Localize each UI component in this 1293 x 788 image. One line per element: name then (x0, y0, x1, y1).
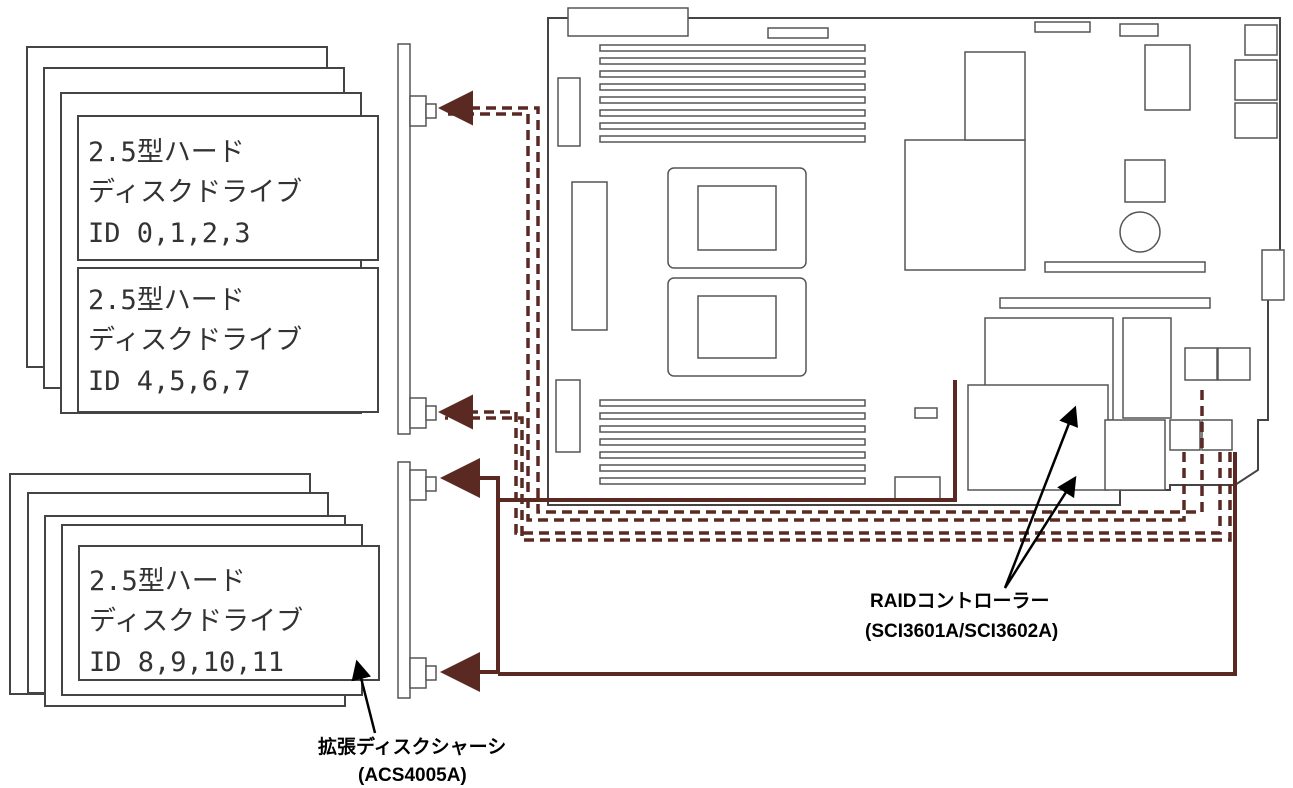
raid-port-4 (1201, 419, 1233, 451)
backplane (397, 43, 411, 435)
drive-group-3-line1: 2.5型ハード (89, 566, 246, 597)
drive-group-1-line2: ディスクドライブ (88, 177, 302, 208)
raid-controller-model-label: (SCI3601A/SCI3602A) (865, 621, 1058, 642)
expansion-drive-cage (9, 461, 437, 707)
callout-arrows (351, 405, 1078, 734)
drive-group-3-line3: ID 8,9,10,11 (89, 647, 284, 678)
expansion-chassis-model-label: (ACS4005A) (358, 765, 467, 786)
drive-group-1-line3: ID 0,1,2,3 (88, 218, 251, 249)
raid-port-3 (1169, 419, 1201, 451)
raid-controller-label: RAIDコントローラー (870, 591, 1049, 612)
drive-group-2-line3: ID 4,5,6,7 (88, 366, 251, 397)
expansion-backplane (397, 461, 411, 699)
drive-group-3-line2: ディスクドライブ (89, 606, 303, 637)
drive-box-8-11 (78, 545, 380, 681)
drive-box-4-7 (77, 267, 379, 413)
drive-group-2-line1: 2.5型ハード (88, 285, 245, 316)
sas-cables (438, 90, 1237, 692)
raid-port-2 (1217, 347, 1251, 381)
internal-drive-cage (26, 43, 437, 435)
raid-port-1 (1184, 347, 1218, 381)
drive-box-0-3 (77, 115, 379, 261)
expansion-chassis-label: 拡張ディスクシャーシ (318, 735, 506, 758)
drive-group-1-line1: 2.5型ハード (88, 137, 245, 168)
motherboard (547, 7, 1285, 506)
drive-group-2-line2: ディスクドライブ (88, 325, 302, 356)
